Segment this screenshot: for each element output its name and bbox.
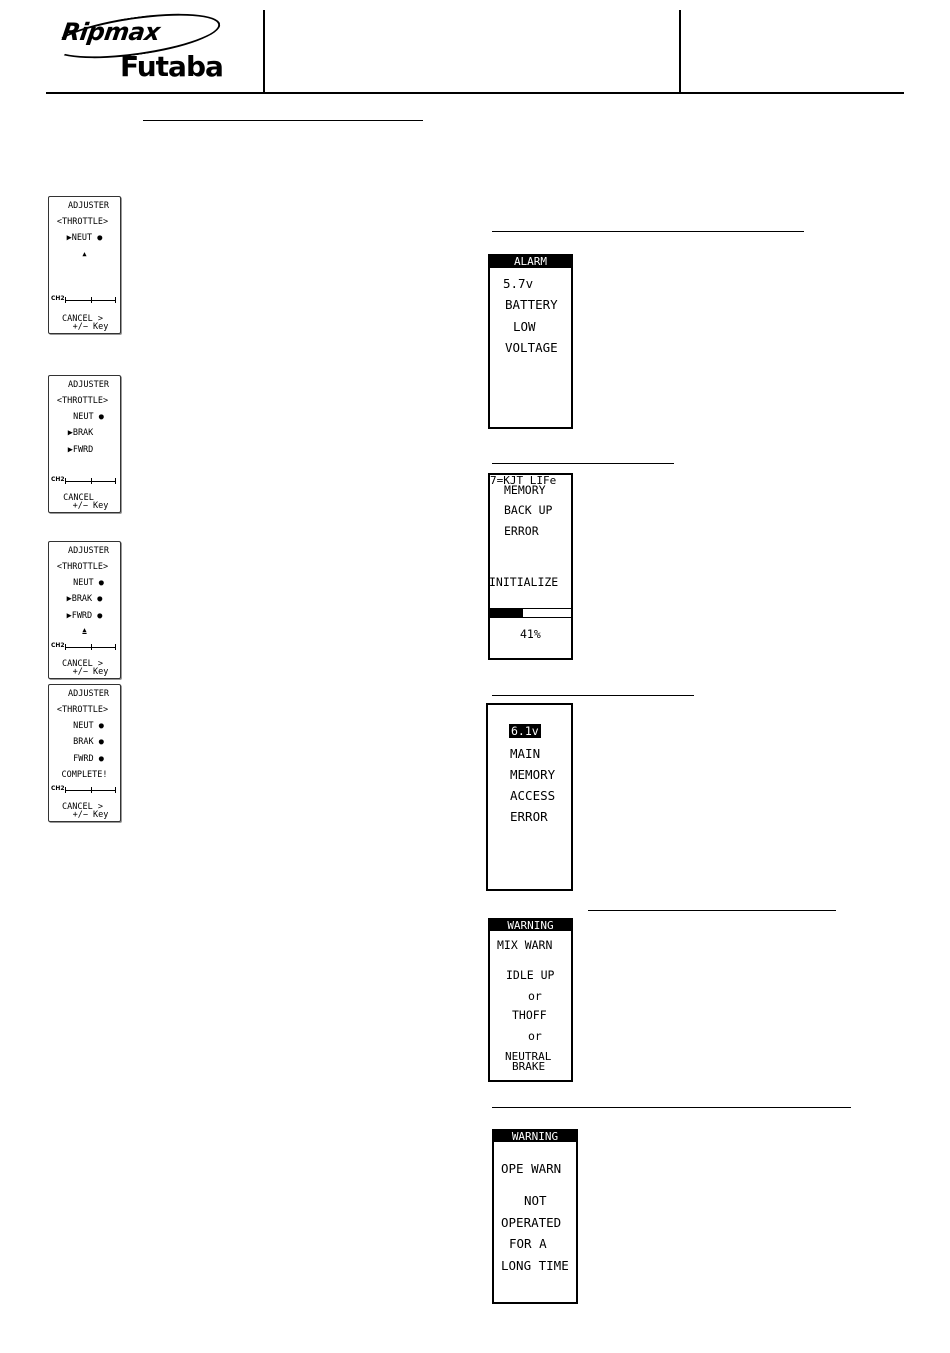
adjuster-row: FWRD ● [73, 754, 104, 764]
alarm-voltage: 5.7v [503, 276, 534, 291]
adjuster-row: NEUT ● [73, 412, 104, 422]
adjuster-marker-icon: ▲ [82, 250, 87, 258]
section-rule-mix [588, 910, 836, 911]
section-rule-adjuster [143, 120, 423, 121]
adjuster-title: ADJUSTER [68, 546, 109, 556]
adjuster-key-hint: +/− Key [72, 501, 109, 511]
adjuster-row: NEUT ● [73, 721, 104, 731]
adjuster-cancel: CANCEL > [62, 314, 103, 324]
progress-percent: 41% [520, 627, 541, 641]
memory-line: MAIN [510, 746, 541, 761]
adjuster-cancel: CANCEL > [62, 802, 103, 812]
initialize-progress-bar [490, 608, 571, 618]
adjuster-row: BRAK ● [73, 737, 104, 747]
header-rule [46, 92, 904, 94]
mix-warning-screen: WARNING MIX WARN IDLE UP or THOFF or NEU… [488, 918, 573, 1082]
initialize-label: INITIALIZE [489, 575, 559, 589]
warning-line: or [528, 989, 542, 1003]
adjuster-row: ▶FWRD ● [66, 611, 103, 621]
header-divider-right [679, 10, 681, 92]
warning-header: WARNING [494, 1131, 576, 1142]
adjuster-row: ▶BRAK [67, 428, 94, 438]
ch2-bar: CH2 [51, 643, 118, 650]
memory-voltage: 6.1v [509, 724, 541, 738]
adjuster-screen-1: ADJUSTER <THROTTLE> ▶NEUT ● ▲ CH2 CANCEL… [48, 196, 121, 334]
warning-header: WARNING [490, 920, 571, 931]
backup-line: ERROR [504, 524, 539, 538]
header-divider-left [263, 10, 265, 92]
memory-line: MEMORY [510, 767, 556, 782]
adjuster-subtitle: <THROTTLE> [56, 705, 109, 715]
warning-line: OPERATED [501, 1215, 562, 1230]
initialize-progress-fill [490, 609, 524, 617]
adjuster-title: ADJUSTER [68, 201, 109, 211]
adjuster-marker-icon: ▲ [82, 626, 87, 634]
alarm-line: LOW [513, 319, 536, 334]
alarm-header: ALARM [490, 256, 571, 268]
adjuster-row: NEUT ● [73, 578, 104, 588]
warning-line: NEUTRAL [505, 1050, 552, 1063]
ripmax-logo: Ripmax [60, 18, 162, 46]
futaba-logo: Futaba [120, 50, 224, 83]
backup-line: MEMORY [504, 483, 546, 497]
adjuster-subtitle: <THROTTLE> [56, 217, 109, 227]
adjuster-screen-4: ADJUSTER <THROTTLE> NEUT ● BRAK ● FWRD ●… [48, 684, 121, 822]
warning-line: NOT [524, 1193, 547, 1208]
adjuster-cancel: CANCEL [63, 493, 94, 503]
main-memory-screen: 6.1v MAIN MEMORY ACCESS ERROR [486, 703, 573, 891]
backup-line: BACK UP [504, 503, 553, 517]
alarm-screen: ALARM 5.7v BATTERY LOW VOLTAGE [488, 254, 573, 429]
ch2-bar: CH2 [51, 296, 118, 303]
warning-line: IDLE UP [506, 968, 555, 982]
section-rule-memory [492, 695, 694, 696]
warning-line: or [528, 1029, 542, 1043]
adjuster-cancel: CANCEL > [62, 659, 103, 669]
adjuster-title: ADJUSTER [68, 689, 109, 699]
ope-warning-screen: WARNING OPE WARN NOT OPERATED FOR A LONG… [492, 1129, 578, 1304]
alarm-line: BATTERY [505, 297, 558, 312]
warning-line: THOFF [512, 1008, 547, 1022]
memory-line: ACCESS [510, 788, 556, 803]
adjuster-key-hint: +/− Key [72, 322, 109, 332]
ch2-bar: CH2 [51, 786, 118, 793]
backup-error-screen: 7=KJT LIFe MEMORY BACK UP ERROR INITIALI… [488, 473, 573, 660]
adjuster-screen-3: ADJUSTER <THROTTLE> NEUT ● ▶BRAK ● ▶FWRD… [48, 541, 121, 679]
backup-top-line: 7=KJT LIFe [490, 474, 557, 487]
section-rule-alarm [492, 231, 804, 232]
ch2-bar: CH2 [51, 477, 118, 484]
warning-line: BRAKE [512, 1060, 546, 1073]
memory-line: ERROR [510, 809, 548, 824]
warning-line: OPE WARN [501, 1161, 562, 1176]
warning-line: LONG TIME [501, 1258, 569, 1273]
adjuster-key-hint: +/− Key [72, 810, 109, 820]
section-rule-ope [492, 1107, 851, 1108]
adjuster-title: ADJUSTER [68, 380, 109, 390]
alarm-line: VOLTAGE [505, 340, 558, 355]
adjuster-row: ▶BRAK ● [66, 594, 103, 604]
adjuster-complete: COMPLETE! [61, 770, 108, 780]
warning-line: FOR A [509, 1236, 547, 1251]
adjuster-screen-2: ADJUSTER <THROTTLE> NEUT ● ▶BRAK ▶FWRD C… [48, 375, 121, 513]
adjuster-row: ▶FWRD [67, 445, 94, 455]
adjuster-subtitle: <THROTTLE> [56, 396, 109, 406]
warning-line: MIX WARN [497, 938, 553, 952]
section-rule-backup [492, 463, 674, 464]
adjuster-row: ▶NEUT ● [66, 233, 103, 243]
adjuster-subtitle: <THROTTLE> [56, 562, 109, 572]
adjuster-key-hint: +/− Key [72, 667, 109, 677]
